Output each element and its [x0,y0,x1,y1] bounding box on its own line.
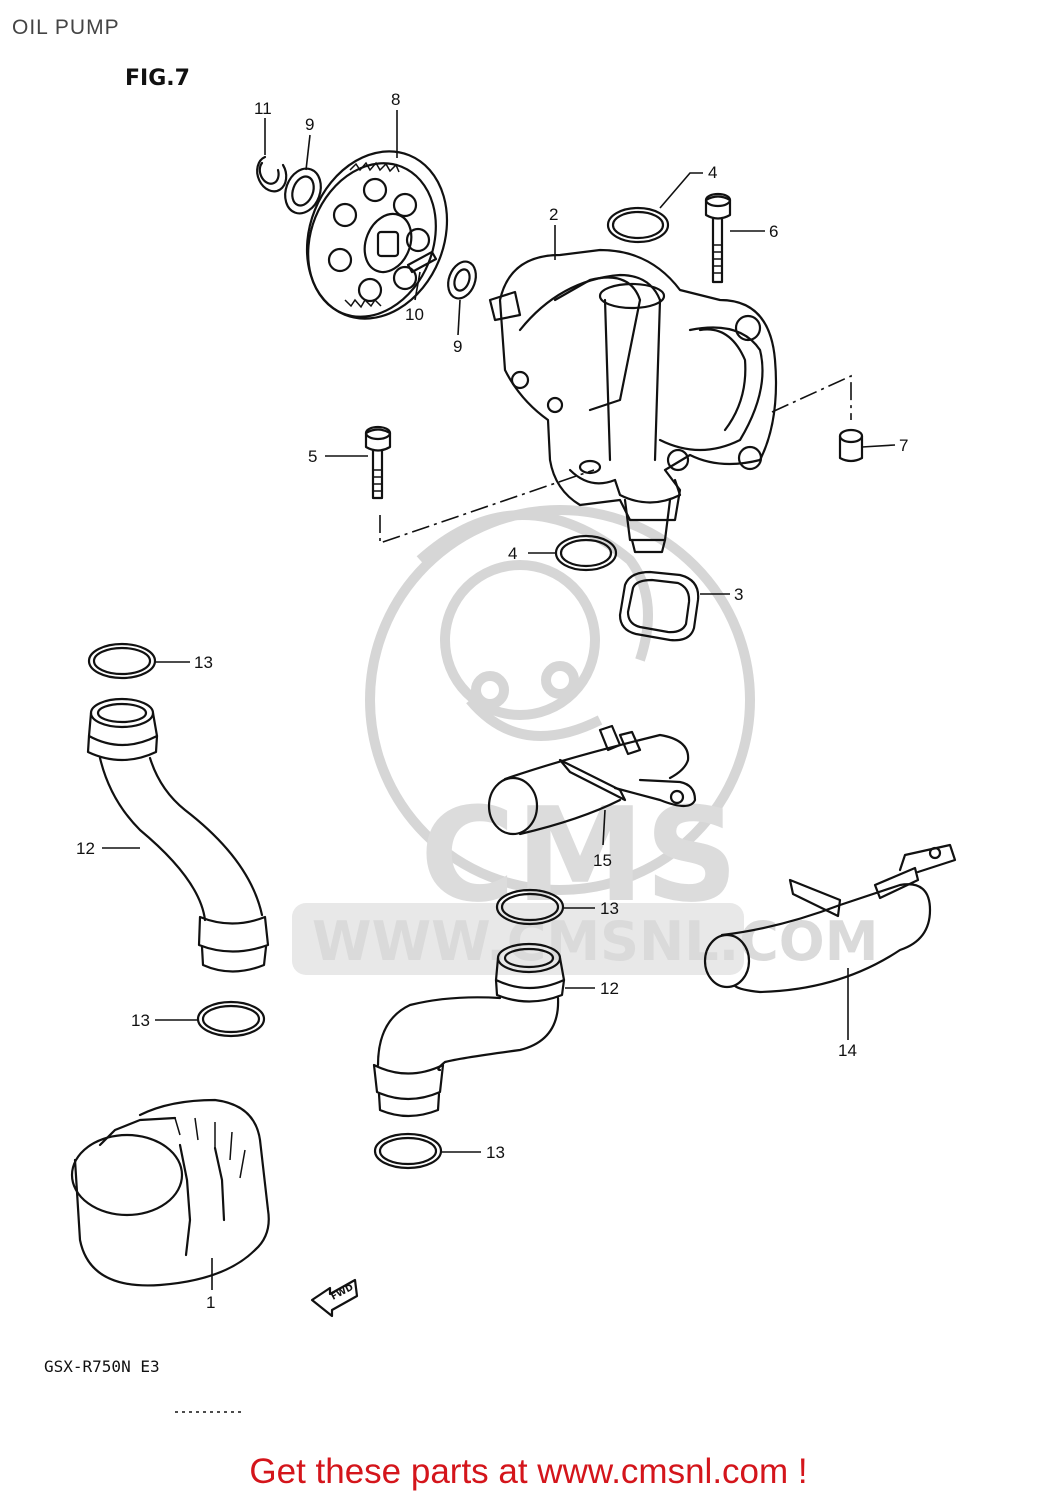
part-3-gasket [618,570,700,642]
part-13-o-ring-d [373,1132,443,1170]
callout-13-d: 13 [486,1143,505,1162]
callout-14: 14 [838,1041,857,1060]
callout-1: 1 [206,1293,215,1312]
callout-11: 11 [254,99,272,118]
callout-7: 7 [899,436,908,455]
leader-lines [102,110,896,1290]
part-12-pipe-lower [372,942,566,1118]
callout-4-lower: 4 [508,544,517,563]
part-10-pin [406,250,438,274]
part-4-o-ring-upper [606,206,670,244]
callout-2: 2 [549,205,558,224]
part-9-washer-upper [284,167,322,215]
guide-line-dowel-7 [771,374,852,420]
callout-3: 3 [734,585,743,604]
callout-15: 15 [593,851,612,870]
watermark-url: WWW.CMSNL.COM [312,910,878,973]
part-5-bolt [364,425,392,500]
callout-9-upper: 9 [305,115,314,134]
callout-12-left: 12 [76,839,95,858]
model-code: GSX-R750N E3 [44,1357,160,1376]
parts-link-banner[interactable]: Get these parts at www.cmsnl.com ! [249,1452,808,1491]
figure-label: FIG.7 [125,66,190,91]
part-13-o-ring-a [87,642,157,680]
part-2-oil-pump-body [488,248,778,554]
part-8-gear [305,150,449,320]
part-9-washer-lower [447,260,477,300]
part-15-pipe [487,724,697,836]
part-13-o-ring-b [495,888,565,926]
part-12-pipe-left [86,697,270,973]
callout-4-upper: 4 [708,163,717,182]
callout-numbers: 11 9 8 10 9 2 4 6 5 7 4 3 13 12 15 13 12… [76,90,908,1312]
part-14-pipe [703,843,957,994]
callout-13-a: 13 [194,653,213,672]
part-11-circlip [256,155,288,193]
part-4-o-ring-lower [554,534,618,572]
callout-5: 5 [308,447,317,466]
callout-10: 10 [405,305,424,324]
fwd-arrow-icon: FWD [310,1278,359,1318]
guide-line-bolt-5 [379,469,595,545]
callout-13-c: 13 [131,1011,150,1030]
cms-watermark: CMS WWW.CMSNL.COM [292,505,878,975]
callout-13-b: 13 [600,899,619,918]
part-1-oil-filter [70,1098,270,1287]
callout-9-lower: 9 [453,337,462,356]
part-6-bolt [704,192,732,284]
callout-8: 8 [391,90,400,109]
callout-6: 6 [769,222,778,241]
callout-12-lower: 12 [600,979,619,998]
part-13-o-ring-c [196,1000,266,1038]
page-title: OIL PUMP [12,16,120,39]
part-7-dowel [838,428,864,463]
